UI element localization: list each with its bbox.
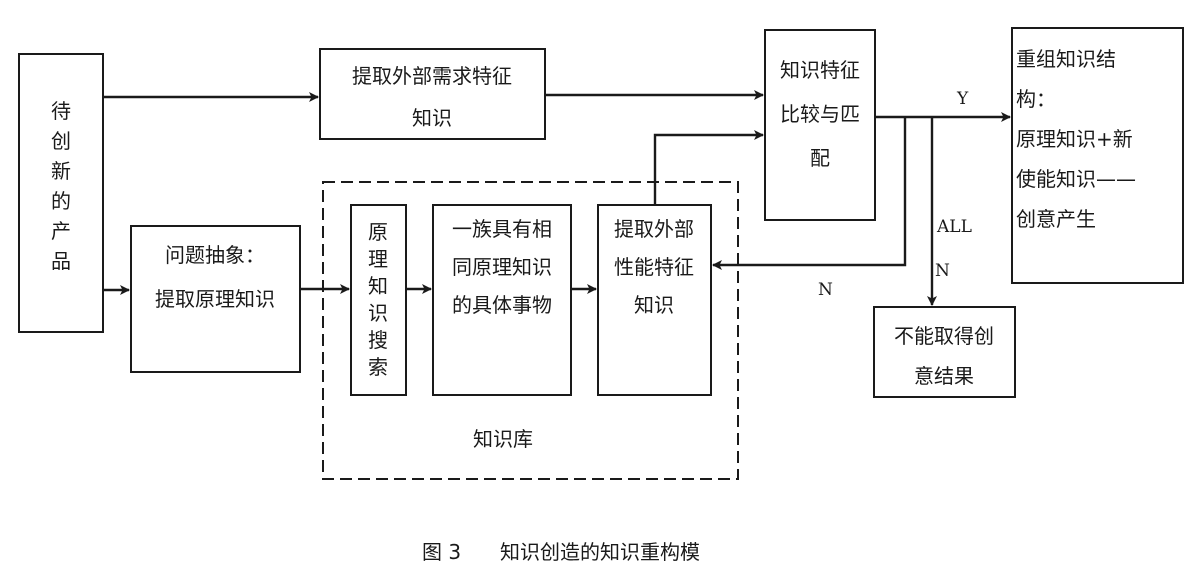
extract-demand-line: 知识: [412, 106, 452, 130]
compare-match-line: 配: [810, 146, 830, 170]
product-box: [18, 53, 104, 333]
figure-number: 图 3: [422, 540, 461, 564]
compare-match-line: 比较与匹: [780, 102, 860, 126]
recombine-line: 使能知识——: [1016, 167, 1136, 191]
recombine-line: 原理知识+新: [1016, 127, 1133, 151]
problem-abstraction-label: 问题抽象： 提取原理知识: [155, 243, 275, 311]
product-line: 品: [51, 249, 71, 273]
principle-search-line: 识: [368, 301, 388, 325]
family-objects-line: 一族具有相: [452, 217, 552, 241]
extract-performance-line: 性能特征: [614, 255, 694, 279]
principle-search-line: 搜: [368, 328, 388, 352]
edge-label-no-down: N: [935, 261, 950, 281]
product-line: 新: [51, 159, 71, 183]
no-result-line: 意结果: [914, 364, 974, 388]
compare-match-line: 知识特征: [780, 58, 860, 82]
recombine-line: 重组知识结: [1016, 47, 1116, 71]
product-line: 产: [51, 219, 71, 243]
extract-performance-line: 知识: [634, 293, 674, 317]
compare-match-box: [764, 29, 876, 221]
extract-performance-box: [597, 204, 712, 396]
knowledge-base-group: [322, 181, 739, 480]
edge-performance-to-compare: [653, 130, 764, 205]
problem-abstraction-box: [130, 225, 301, 373]
principle-search-line: 原: [368, 220, 388, 244]
family-objects-line: 的具体事物: [452, 293, 552, 317]
no-result-box: [873, 306, 1016, 398]
edge-label-no-back: N: [818, 280, 833, 300]
product-line: 创: [51, 129, 71, 153]
extract-demand-box: [319, 48, 546, 140]
edge-label-yes: Y: [956, 89, 969, 109]
edge-label-all: ALL: [936, 217, 972, 237]
extract-performance-line: 提取外部: [614, 217, 694, 241]
figure-title: 知识创造的知识重构模: [500, 540, 700, 564]
principle-search-box: [350, 204, 407, 396]
product-line: 待: [51, 99, 71, 123]
principle-search-line: 索: [368, 355, 388, 379]
principle-search-line: 知: [368, 274, 388, 298]
knowledge-base-label: 知识库: [473, 427, 533, 451]
product-line: 的: [51, 189, 71, 213]
principle-search-line: 理: [368, 247, 388, 271]
problem-abstraction-line: 问题抽象：: [165, 243, 265, 267]
family-objects-line: 同原理知识: [452, 255, 552, 279]
problem-abstraction-line: 提取原理知识: [155, 287, 275, 311]
no-result-line: 不能取得创: [894, 324, 994, 348]
extract-demand-line: 提取外部需求特征: [352, 64, 512, 88]
recombine-line: 构：: [1016, 87, 1056, 111]
recombine-line: 创意产生: [1016, 207, 1096, 231]
recombine-box: [1011, 27, 1184, 284]
edge-compare-back-to-performance: [712, 117, 907, 270]
family-objects-box: [432, 204, 572, 396]
